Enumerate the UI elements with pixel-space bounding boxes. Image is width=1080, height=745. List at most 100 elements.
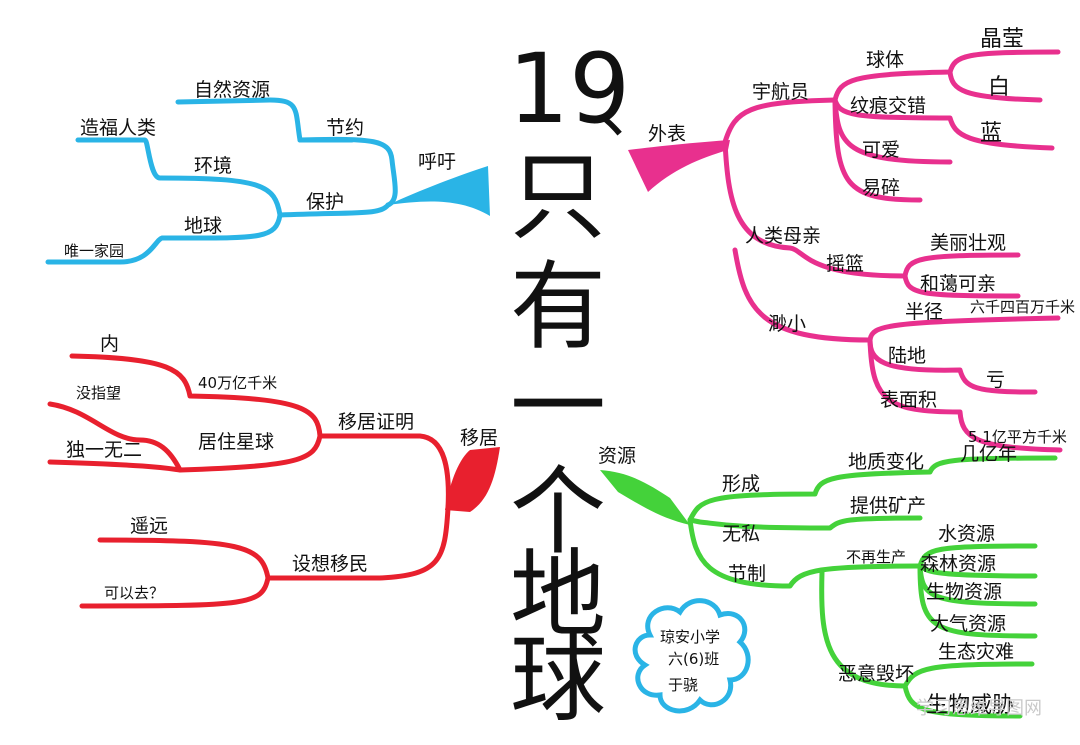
pink-node-lovely: 可爱: [862, 139, 900, 161]
red-branch-line: [47, 459, 183, 473]
pink-node-astronaut: 宇航员: [752, 81, 809, 103]
title-char-qiu: 球: [510, 623, 606, 735]
pink-node-radius-value: 六千四百万千米: [970, 298, 1075, 316]
green-node-moderation: 节制: [728, 563, 766, 585]
green-node-bio-threat: 生物威胁: [926, 693, 1014, 718]
green-node-non-renewable: 不再生产: [846, 548, 906, 566]
green-root-wedge: [600, 470, 690, 525]
red-node-unique: 独一无二: [66, 439, 142, 461]
green-node-atmosphere: 大气资源: [930, 613, 1006, 635]
blue-branch: 呼吁 自然资源 节约 造福人类 环境 保护 地球 唯一家园: [45, 79, 490, 265]
red-node-imagine-migrate: 设想移民: [292, 553, 368, 575]
blue-branch-line: [45, 212, 283, 265]
pink-branch-line: [832, 97, 923, 203]
green-branch-line: [687, 517, 923, 589]
blue-node-natural-resources: 自然资源: [194, 79, 270, 101]
green-node-selfless: 无私: [722, 523, 760, 545]
green-node-malicious: 恶意毁坏: [838, 663, 914, 685]
title-number: 19: [508, 33, 630, 145]
pink-branch-line: [947, 69, 1043, 103]
central-title: 19 、 只 有 一 个 地 球: [508, 33, 664, 735]
green-branch-line: [917, 543, 1038, 569]
pink-node-land: 陆地: [888, 345, 926, 367]
signature-cloud: 琼安小学 六(6)班 于骁: [632, 598, 751, 714]
red-root-label: 移居: [460, 427, 498, 449]
pink-node-cradle: 摇篮: [826, 253, 864, 275]
signature-class: 六(6)班: [668, 650, 719, 668]
pink-node-sphere: 球体: [866, 49, 904, 71]
green-node-billion-years: 几亿年: [960, 443, 1017, 465]
green-branch-line: [902, 683, 1023, 719]
title-char-ge: 个: [510, 456, 606, 568]
pink-node-crystal: 晶莹: [980, 27, 1024, 52]
pink-branch-line: [902, 273, 1021, 299]
red-branch-line: [79, 575, 271, 609]
green-root-label: 资源: [598, 445, 636, 467]
green-branch-line: [917, 563, 1038, 639]
blue-branch-line: [175, 97, 303, 143]
pink-branch-line: [867, 337, 1038, 395]
blue-node-earth: 地球: [184, 215, 222, 237]
green-node-forest: 森林资源: [920, 553, 996, 575]
title-comma: 、: [600, 74, 664, 148]
green-branch-line: [687, 515, 923, 531]
pink-node-mother: 人类母亲: [745, 225, 821, 247]
title-char-yi: 一: [510, 351, 606, 463]
red-branch-line: [69, 353, 323, 439]
blue-node-save: 节约: [326, 117, 364, 139]
pink-node-kind: 和蔼可亲: [920, 273, 996, 295]
signature-school: 琼安小学: [660, 628, 720, 646]
red-node-habitable: 居住星球: [198, 431, 274, 453]
green-branch: 资源 形成 地质变化 几亿年 无私 提供矿产 节制 不再生产 水资源 森林资源 …: [598, 443, 1058, 719]
red-branch-line: [47, 401, 323, 473]
green-branch-line: [687, 455, 1058, 523]
pink-node-surface-value: 5.1亿平方千米: [968, 428, 1067, 446]
blue-node-benefit-humanity: 造福人类: [80, 117, 156, 139]
red-node-distance: 40万亿千米: [198, 374, 277, 392]
pink-node-surface-area: 表面积: [880, 389, 937, 411]
pink-node-patterns: 纹痕交错: [850, 95, 926, 117]
red-branch: 移居 内 40万亿千米 没指望 居住星球 独一无二 移居证明 遥远 设想移民 可…: [47, 333, 500, 609]
blue-branch-line: [277, 202, 391, 218]
red-branch-line: [97, 537, 271, 581]
title-char-you: 有: [510, 251, 606, 363]
green-node-biological: 生物资源: [926, 581, 1002, 603]
cloud-outline: [632, 598, 751, 714]
red-node-can-go: 可以去？: [104, 584, 164, 602]
pink-node-magnificent: 美丽壮观: [930, 232, 1006, 254]
red-node-inner: 内: [100, 333, 119, 355]
pink-node-radius: 半径: [905, 301, 943, 323]
pink-root-label: 外表: [648, 123, 686, 145]
pink-branch-line: [722, 97, 838, 145]
red-root-wedge: [445, 447, 500, 512]
red-branch-line: [265, 505, 451, 581]
pink-branch-line: [867, 337, 1063, 453]
pink-node-land-value: 亏: [986, 369, 1005, 391]
red-node-far: 遥远: [130, 515, 168, 537]
title-char-di: 地: [510, 539, 606, 651]
blue-node-only-home: 唯一家园: [64, 242, 124, 260]
green-node-minerals: 提供矿产: [850, 495, 926, 517]
green-node-formation: 形成: [722, 473, 760, 495]
green-node-geology: 地质变化: [848, 451, 924, 473]
watermark-text: 学习思维导图网: [916, 698, 1042, 719]
pink-branch-line: [832, 97, 1055, 151]
pink-node-fragile: 易碎: [862, 177, 900, 199]
pink-node-blue: 蓝: [980, 121, 1002, 146]
pink-branch-line: [867, 315, 1061, 343]
blue-root-label: 呼吁: [418, 151, 456, 173]
blue-root-wedge: [388, 166, 490, 216]
pink-branch-line: [722, 139, 908, 279]
red-node-no-hope: 没指望: [76, 384, 121, 402]
pink-root-wedge: [628, 140, 730, 192]
pink-branch-line: [902, 252, 1021, 279]
pink-node-white: 白: [988, 75, 1010, 100]
red-node-proof: 移居证明: [338, 411, 414, 433]
blue-branch-line: [75, 137, 283, 218]
pink-branch-line: [732, 247, 873, 343]
pink-branch: 外表 宇航员 球体 晶莹 白 蓝 纹痕交错 可爱 易碎 人类母亲 摇篮 美丽壮观…: [628, 27, 1075, 453]
green-node-water: 水资源: [938, 523, 995, 545]
title-char-zhi: 只: [510, 141, 606, 253]
green-branch-line: [917, 563, 1038, 579]
